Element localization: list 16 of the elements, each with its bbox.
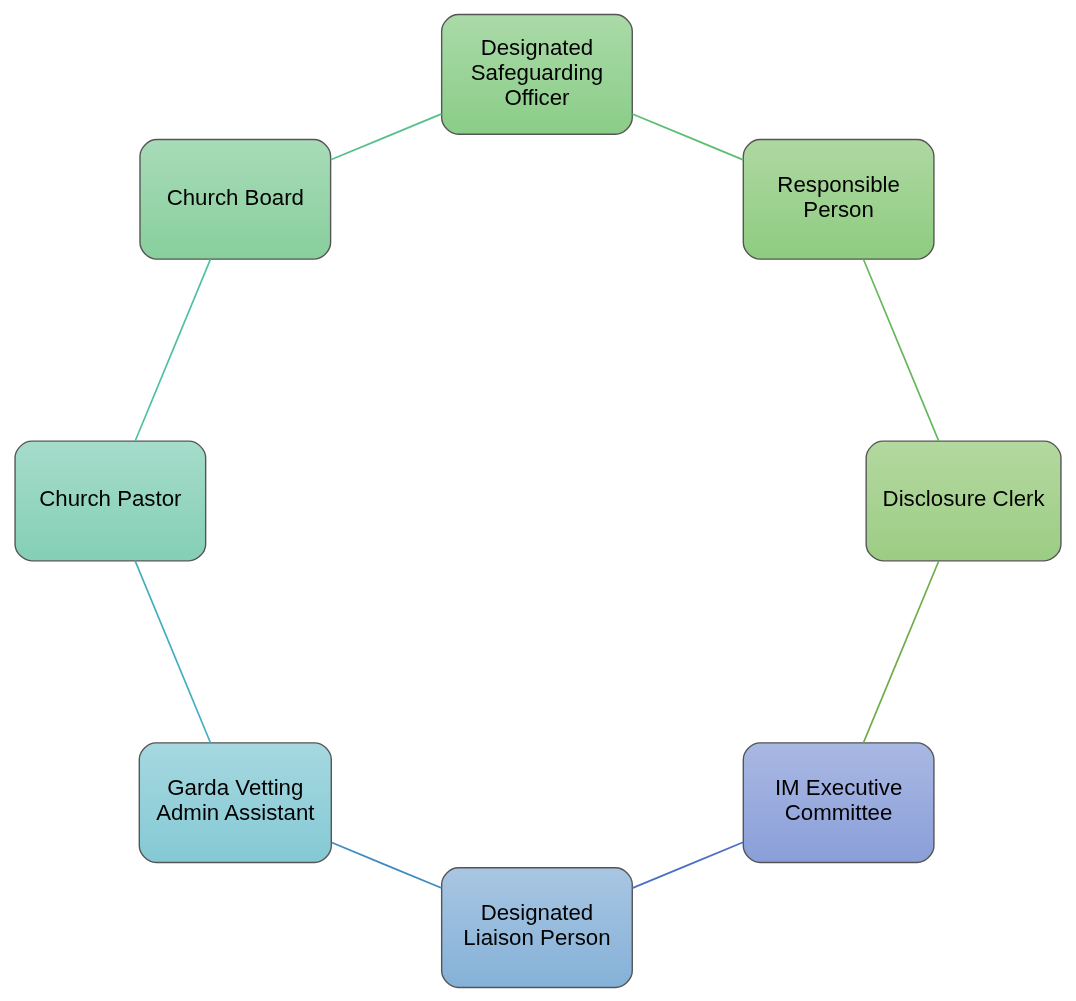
connector bbox=[631, 840, 744, 889]
node-box: Church Board bbox=[139, 138, 332, 260]
connector bbox=[862, 559, 940, 744]
connector bbox=[134, 257, 212, 442]
connector bbox=[862, 257, 940, 442]
node-box: Church Pastor bbox=[14, 439, 207, 561]
node-box: Designated Safeguarding Officer bbox=[440, 13, 633, 135]
connector bbox=[329, 112, 443, 161]
node-box: Garda Vetting Admin Assistant bbox=[138, 741, 332, 863]
connector bbox=[134, 559, 212, 744]
connector bbox=[330, 841, 443, 889]
connector bbox=[631, 112, 745, 161]
node-box: Disclosure Clerk bbox=[865, 439, 1062, 561]
node-box: Responsible Person bbox=[742, 138, 935, 260]
node-box: IM Executive Committee bbox=[742, 741, 935, 863]
node-box: Designated Liaison Person bbox=[440, 866, 633, 988]
